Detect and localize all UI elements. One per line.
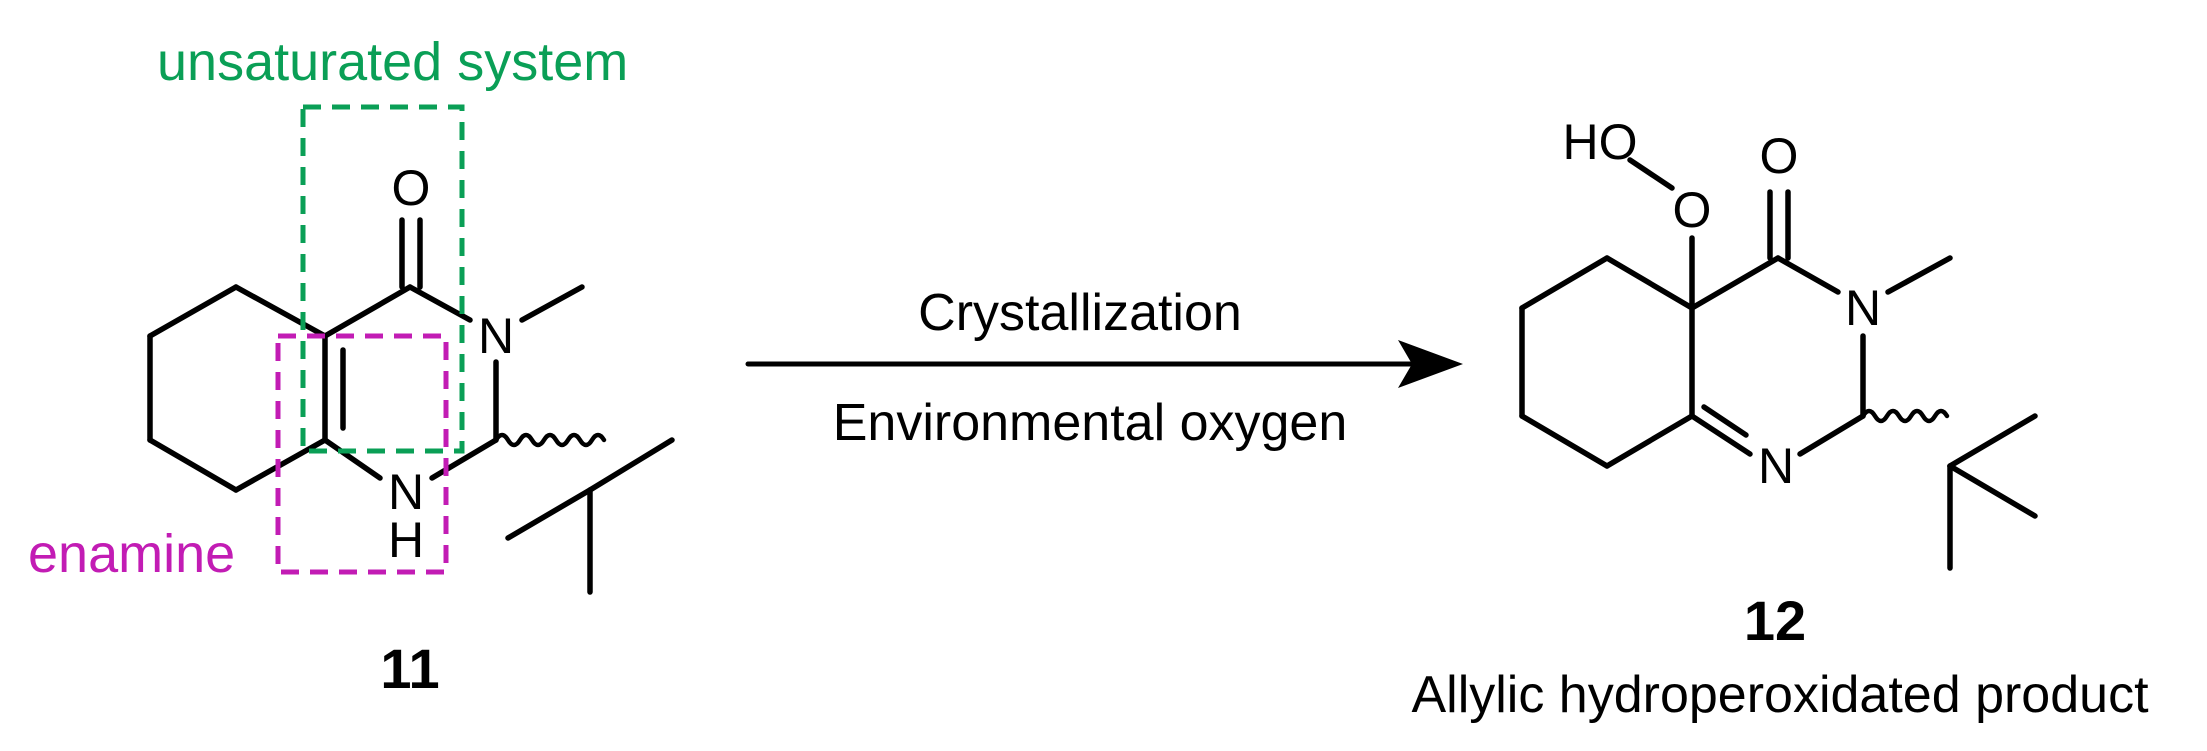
product-nitrogen-imine: N [1758, 438, 1794, 494]
reactant-structure: O N N H [147, 160, 675, 595]
reactant-number: 11 [380, 637, 439, 700]
unsaturated-system-box [300, 104, 465, 454]
reaction-arrow [745, 340, 1463, 388]
enamine-label: enamine [28, 524, 235, 584]
condition-above: Crystallization [918, 284, 1242, 342]
condition-below: Environmental oxygen [833, 394, 1348, 452]
reactant-oxygen: O [392, 160, 431, 216]
reactant-hydrogen: H [388, 512, 424, 568]
reactant-nitrogen-methyl: N [478, 308, 514, 364]
product-nitrogen-methyl: N [1845, 280, 1881, 336]
product-hydroxyl: HO [1563, 114, 1638, 170]
reactant-nitrogen-h: N [388, 464, 424, 520]
product-carbonyl-oxygen: O [1760, 128, 1799, 184]
unsaturated-system-label: unsaturated system [157, 32, 628, 92]
product-number: 12 [1744, 589, 1806, 652]
product-name: Allylic hydroperoxidated product [1411, 666, 2149, 724]
product-peroxide-oxygen: O [1673, 182, 1712, 238]
product-structure: HO O O N N [1519, 114, 2038, 571]
